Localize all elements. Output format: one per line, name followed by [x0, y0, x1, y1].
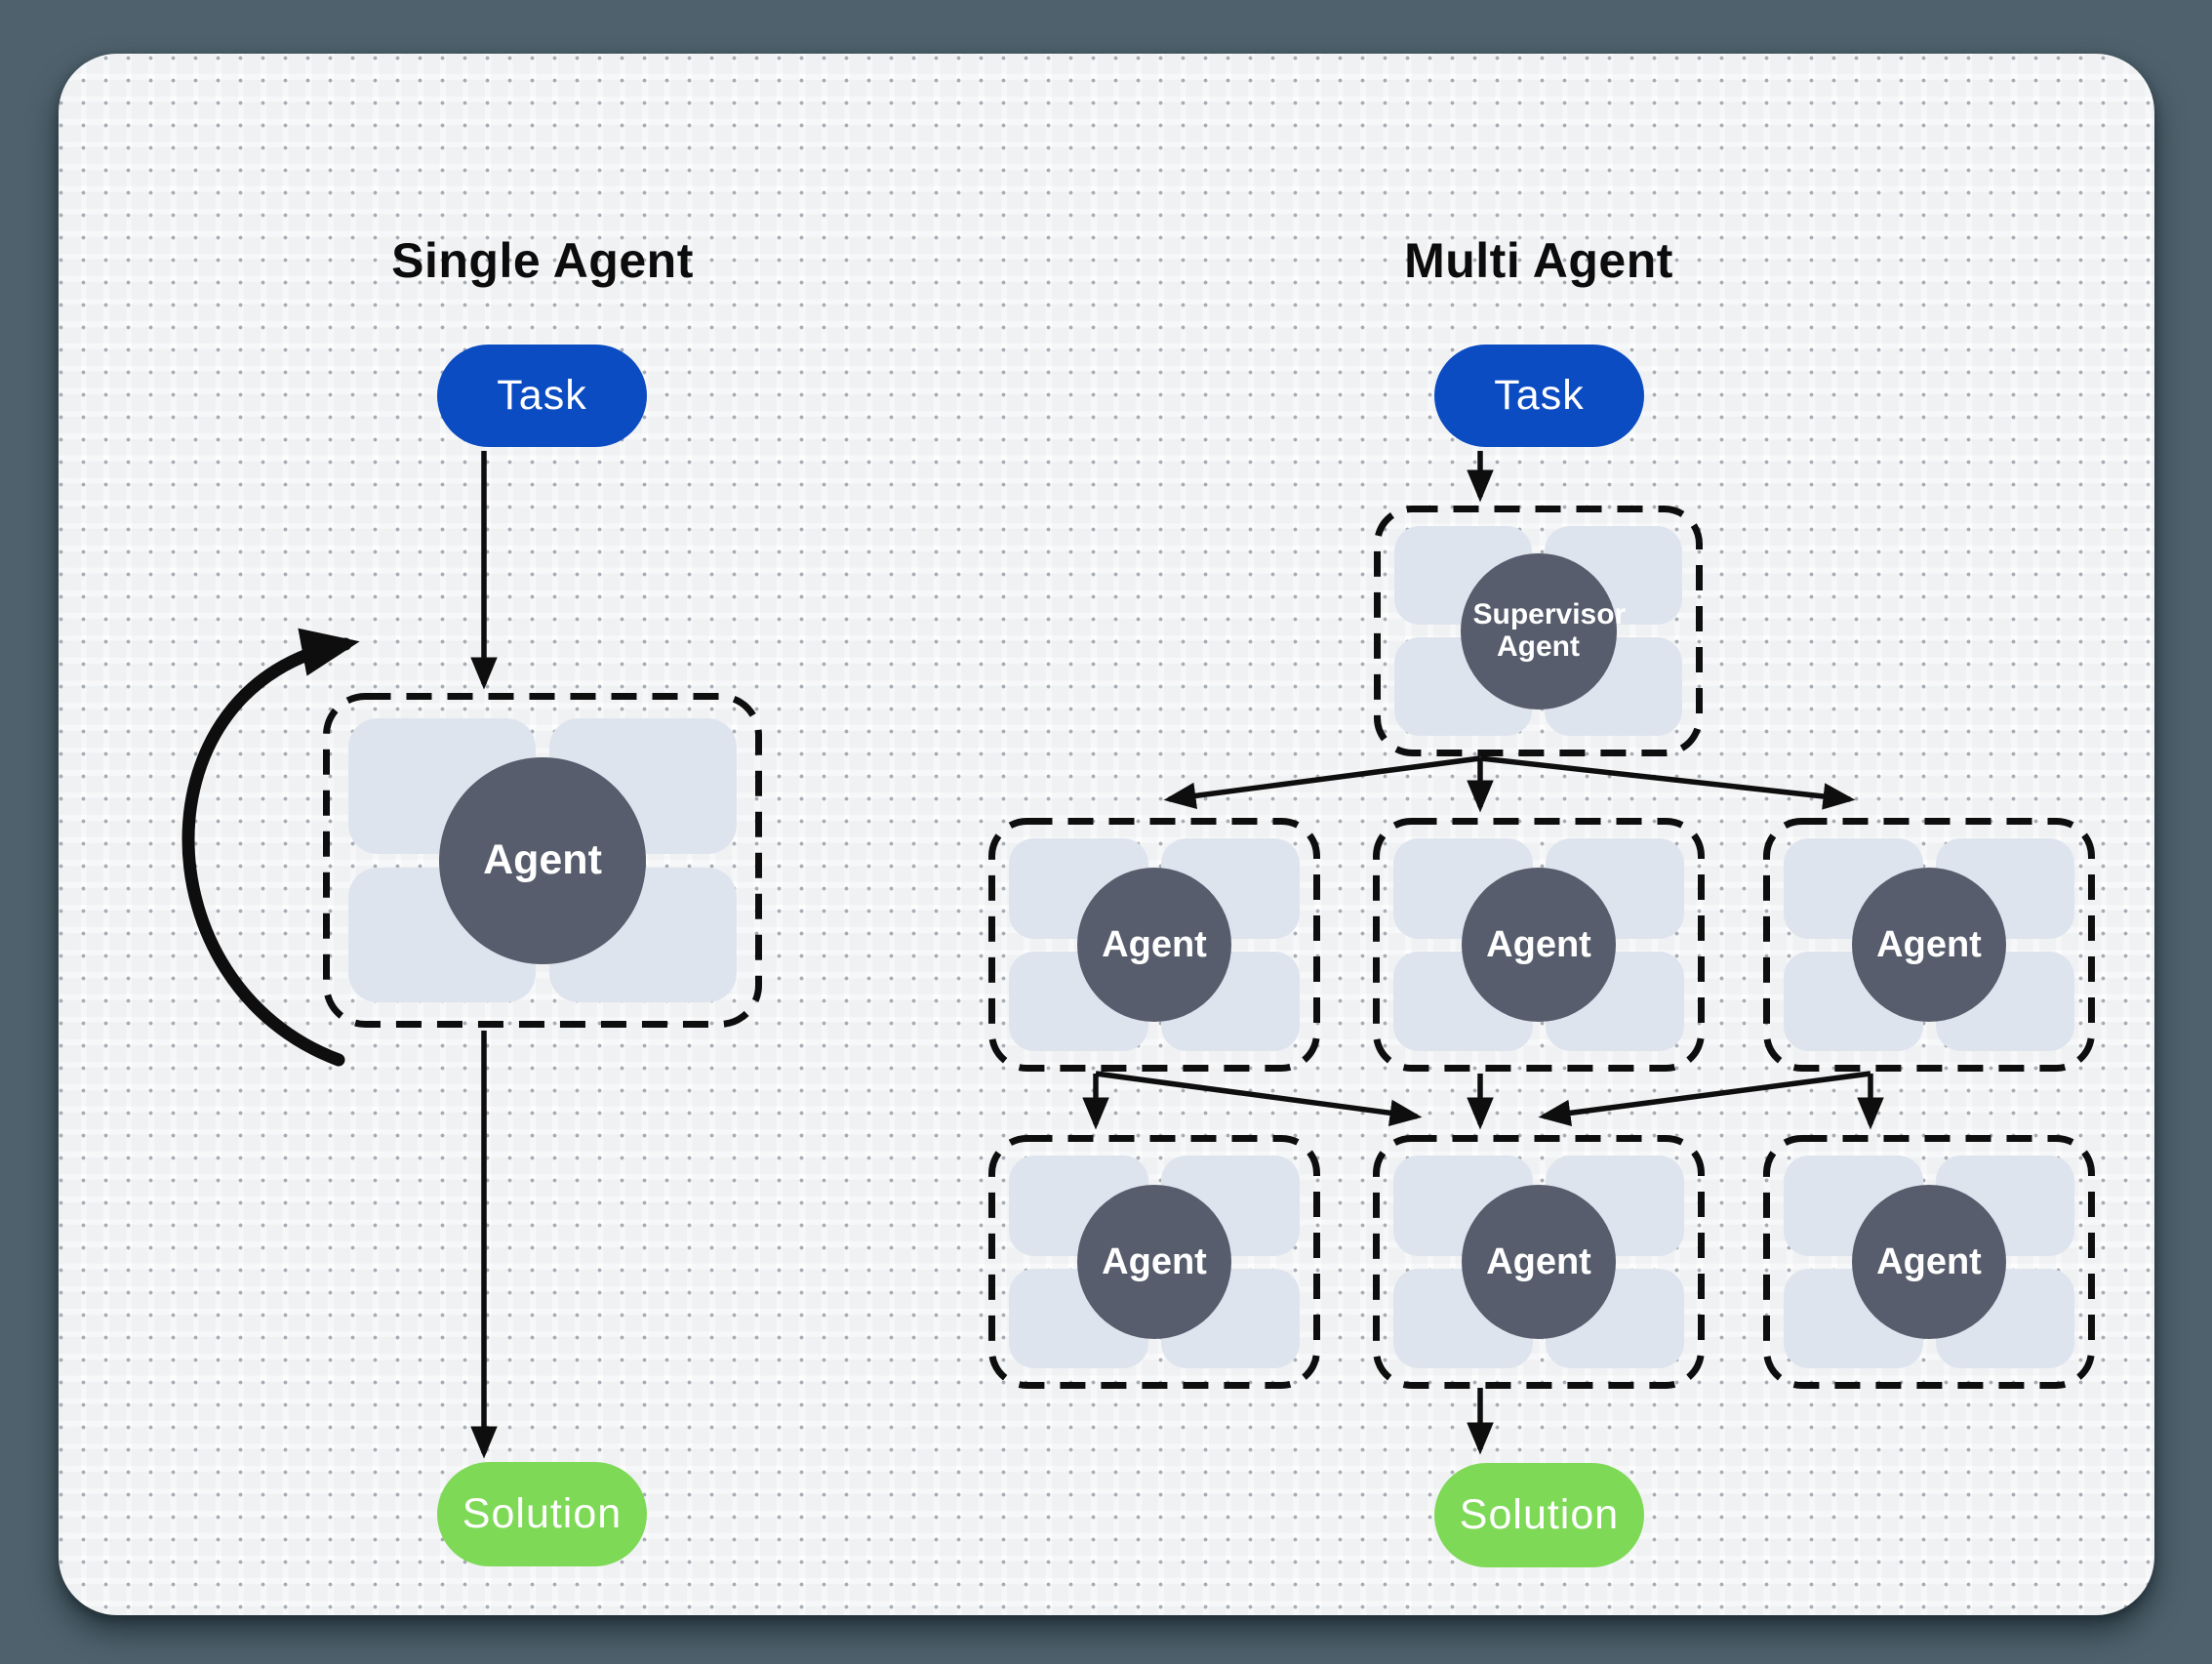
worker-agent-box: Agent	[1763, 818, 2095, 1072]
multi-agent-title: Multi Agent	[1404, 233, 1673, 288]
dashed-border	[1763, 1135, 2095, 1389]
worker-agent-box: Agent	[988, 1135, 1320, 1389]
supervisor-agent-circle: Supervisor Agent	[1460, 552, 1627, 710]
agent-circle: Agent	[1852, 868, 2006, 1022]
agent-label: Agent	[1102, 923, 1207, 965]
agent-label: Agent	[1102, 1240, 1207, 1282]
single-task-label: Task	[497, 372, 587, 419]
agent-circle: Agent	[1462, 868, 1616, 1022]
agent-label: Agent	[1486, 1240, 1591, 1282]
single-task-node: Task	[437, 345, 647, 447]
agent-circle: Agent	[1852, 1185, 2006, 1339]
diagram-canvas: Single Agent Multi Agent Task Agent Solu…	[59, 54, 2154, 1615]
agent-label: Agent	[1876, 1240, 1982, 1282]
multi-task-node: Task	[1434, 345, 1644, 447]
dashed-border	[1373, 1135, 1705, 1389]
worker-agent-box: Agent	[1373, 1135, 1705, 1389]
single-agent-box: Agent	[323, 693, 762, 1028]
single-agent-title: Single Agent	[391, 233, 694, 288]
worker-agent-box: Agent	[1763, 1135, 2095, 1389]
multi-solution-node: Solution	[1434, 1463, 1644, 1567]
agent-label: Agent	[1876, 923, 1982, 965]
agent-label: Agent	[483, 836, 602, 883]
dashed-border	[1373, 818, 1705, 1072]
multi-task-label: Task	[1494, 372, 1585, 419]
supervisor-agent-box: Supervisor Agent	[1374, 506, 1703, 756]
agent-circle: Agent	[1077, 1185, 1231, 1339]
agent-circle: Agent	[1077, 868, 1231, 1022]
agent-circle: Agent	[439, 756, 646, 964]
agent-circle: Agent	[1462, 1185, 1616, 1339]
dashed-border	[323, 693, 762, 1028]
supervisor-agent-label: Supervisor Agent	[1472, 598, 1627, 663]
dashed-border	[1763, 818, 2095, 1072]
worker-agent-box: Agent	[1373, 818, 1705, 1072]
tool-tiles	[1393, 1156, 1684, 1368]
dashed-border	[988, 818, 1320, 1072]
dashed-border	[1374, 506, 1703, 756]
multi-solution-label: Solution	[1459, 1491, 1620, 1538]
agent-label: Agent	[1486, 923, 1591, 965]
dashed-border	[988, 1135, 1320, 1389]
single-solution-node: Solution	[437, 1462, 647, 1566]
worker-agent-box: Agent	[988, 818, 1320, 1072]
single-solution-label: Solution	[462, 1490, 623, 1537]
